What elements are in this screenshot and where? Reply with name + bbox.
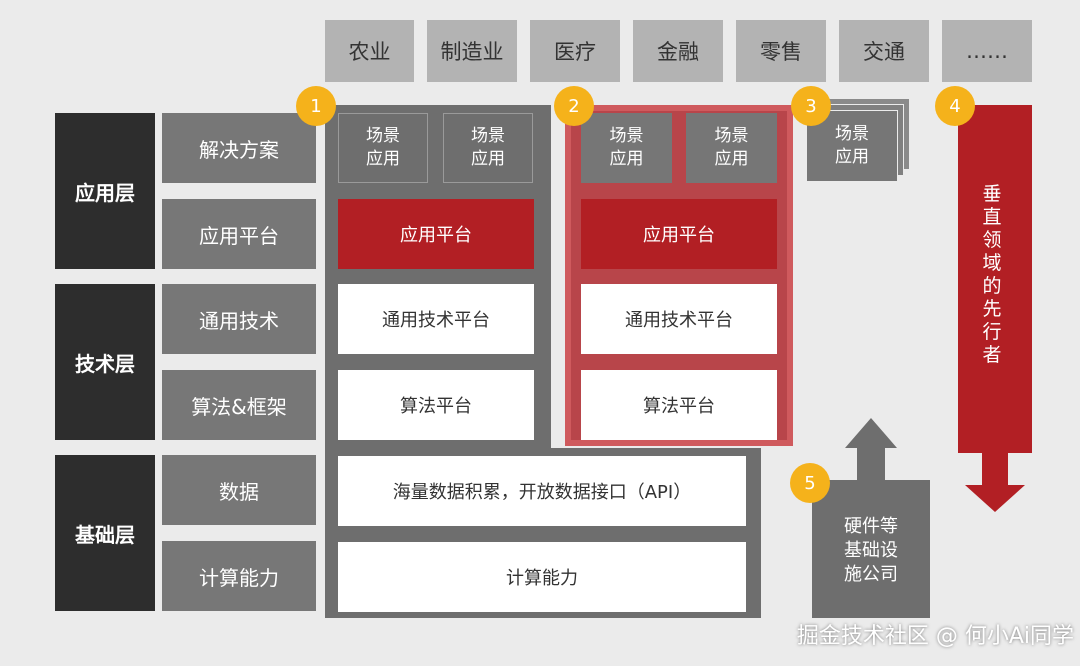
scene-app-2a: 场景 应用 — [581, 113, 672, 183]
sublayer-general-tech: 通用技术 — [162, 284, 316, 354]
app-platform-2: 应用平台 — [581, 199, 777, 269]
industry-more: …… — [942, 20, 1032, 82]
layer-application: 应用层 — [55, 113, 155, 269]
general-tech-platform-1: 通用技术平台 — [338, 284, 534, 354]
vertical-leader-label: 垂直领域的先行者 — [982, 183, 1002, 366]
scene-app-1a: 场景 应用 — [338, 113, 428, 183]
badge-3: 3 — [791, 86, 831, 126]
app-platform-1: 应用平台 — [338, 199, 534, 269]
industry-medical: 医疗 — [530, 20, 620, 82]
industry-transport: 交通 — [839, 20, 929, 82]
industry-manufacturing: 制造业 — [427, 20, 517, 82]
general-tech-platform-2: 通用技术平台 — [581, 284, 777, 354]
industry-retail: 零售 — [736, 20, 826, 82]
scene-app-3: 场景 应用 — [806, 110, 898, 182]
sublayer-data: 数据 — [162, 455, 316, 525]
layer-foundation: 基础层 — [55, 455, 155, 611]
hardware-up-arrow — [812, 418, 930, 618]
watermark: 掘金技术社区 @ 何小Ai同学 — [796, 624, 1074, 649]
scene-app-2b: 场景 应用 — [686, 113, 777, 183]
vertical-leader-arrow — [958, 105, 1032, 512]
hardware-company-label: 硬件等 基础设 施公司 — [844, 516, 898, 585]
algorithm-platform-2: 算法平台 — [581, 370, 777, 440]
badge-2: 2 — [554, 86, 594, 126]
badge-4: 4 — [935, 86, 975, 126]
badge-1: 1 — [296, 86, 336, 126]
algorithm-platform-1: 算法平台 — [338, 370, 534, 440]
industry-agriculture: 农业 — [325, 20, 414, 82]
sublayer-compute: 计算能力 — [162, 541, 316, 611]
sublayer-solution: 解决方案 — [162, 113, 316, 183]
sublayer-app-platform: 应用平台 — [162, 199, 316, 269]
layer-technology: 技术层 — [55, 284, 155, 440]
badge-5: 5 — [790, 463, 830, 503]
scene-app-1b: 场景 应用 — [443, 113, 533, 183]
data-box: 海量数据积累，开放数据接口（API） — [338, 456, 746, 526]
compute-box: 计算能力 — [338, 542, 746, 612]
sublayer-algorithm-framework: 算法&框架 — [162, 370, 316, 440]
industry-finance: 金融 — [633, 20, 723, 82]
